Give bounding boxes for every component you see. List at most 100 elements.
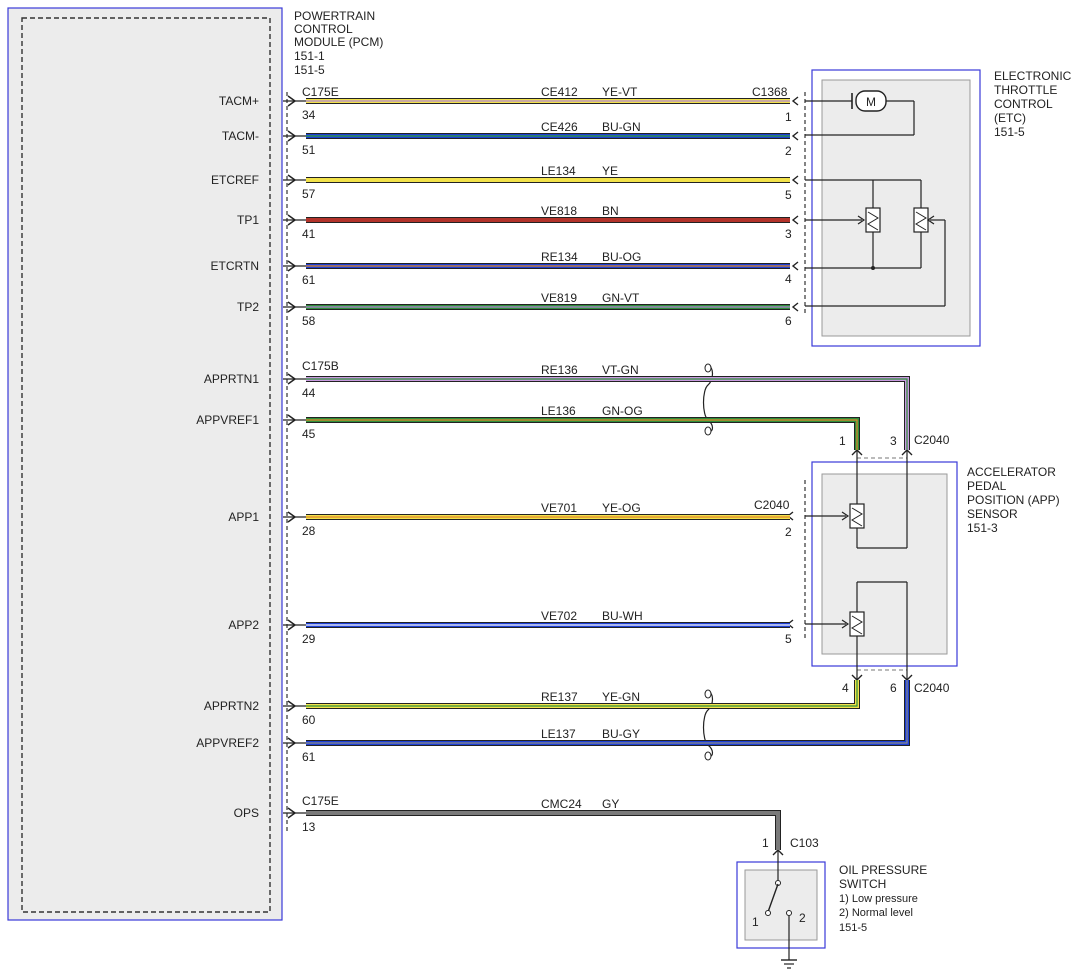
pcm-pin-number: 61 — [302, 273, 316, 287]
circuit-id: CE412 — [541, 85, 578, 99]
circuit-id: VE818 — [541, 204, 577, 218]
ops-contact-1: 1 — [752, 915, 759, 929]
connector-c2040-top: C2040 — [914, 433, 950, 447]
connector-c1368: C1368 — [752, 85, 788, 99]
signal-label: APPVREF1 — [196, 413, 259, 427]
circuit-id: VE819 — [541, 291, 577, 305]
circuit-id: RE134 — [541, 250, 578, 264]
ops-pin-in: 1 — [762, 836, 769, 850]
wire-color-code: GN-VT — [602, 291, 640, 305]
signal-label: APPRTN2 — [204, 699, 259, 713]
wire-primary — [306, 811, 780, 850]
wire-outline — [306, 680, 860, 709]
circuit-id: CE426 — [541, 120, 578, 134]
app-title-4: SENSOR — [967, 507, 1018, 521]
signal-label: ETCREF — [211, 173, 259, 187]
signal-label: TACM- — [222, 129, 259, 143]
signal-label: APPRTN1 — [204, 372, 259, 386]
wire-color-code: BU-OG — [602, 250, 641, 264]
wire-color-code: YE-GN — [602, 690, 640, 704]
app-title-2: PEDAL — [967, 479, 1007, 493]
app1-potentiometer-icon — [849, 503, 865, 529]
wire-outline — [306, 417, 860, 450]
etc-title-4: (ETC) — [994, 111, 1026, 125]
wire-stripe — [306, 680, 908, 744]
pcm-pin-number: 34 — [302, 108, 316, 122]
app-title-3: POSITION (APP) — [967, 493, 1060, 507]
etc-pin-arrow — [791, 175, 799, 185]
twisted-pair-marker-1 — [702, 363, 714, 436]
end-pin-number: 3 — [890, 434, 897, 448]
wire-color-code: YE — [602, 164, 618, 178]
etc-pin-arrow — [791, 215, 799, 225]
ops-title-3: 1) Low pressure — [839, 893, 918, 905]
pcm-pin-number: 28 — [302, 524, 316, 538]
wire-color-code: YE-OG — [602, 501, 641, 515]
pcm-module: POWERTRAIN CONTROL MODULE (PCM) 151-1 15… — [7, 7, 383, 921]
signal-label: APPVREF2 — [196, 736, 259, 750]
etc-title-2: THROTTLE — [994, 83, 1057, 97]
end-pin-number: 2 — [785, 525, 792, 539]
connector-c175b: C175B — [302, 359, 339, 373]
ops-contact-2: 2 — [799, 911, 806, 925]
wire-stripe — [306, 419, 858, 450]
wire-color-code: YE-VT — [602, 85, 638, 99]
connector-c103: C103 — [790, 836, 819, 850]
connector-c2040-bottom: C2040 — [914, 681, 950, 695]
wire-apprtn1: APPRTN1 44 RE136 VT-GN 3 — [204, 363, 910, 450]
ops-title-2: SWITCH — [839, 877, 886, 891]
etc-pin-arrow — [791, 261, 799, 271]
wire-color-code: GN-OG — [602, 404, 643, 418]
pcm-pin-number: 13 — [302, 820, 316, 834]
wire-color-code: GY — [602, 797, 619, 811]
pcm-pin-number: 61 — [302, 750, 316, 764]
app-title-5: 151-3 — [967, 521, 998, 535]
wire-primary — [306, 680, 859, 708]
circuit-id: CMC24 — [541, 797, 582, 811]
signal-label: ETCRTN — [211, 259, 259, 273]
signal-label: APP2 — [228, 618, 259, 632]
tp1-potentiometer-icon — [865, 207, 881, 233]
pcm-pin-number: 51 — [302, 143, 316, 157]
circuit-id: LE137 — [541, 727, 576, 741]
end-pin-number: 3 — [785, 227, 792, 241]
ops-title-1: OIL PRESSURE — [839, 863, 927, 877]
motor-symbol: M — [866, 95, 876, 109]
end-pin-number: 6 — [785, 314, 792, 328]
pcm-pin-number: 44 — [302, 386, 316, 400]
pcm-pin-number: 29 — [302, 632, 316, 646]
end-pin-number: 5 — [785, 188, 792, 202]
wire-primary — [306, 418, 859, 450]
pcm-pin-number: 58 — [302, 314, 316, 328]
wire-color-code: VT-GN — [602, 363, 639, 377]
circuit-id: VE702 — [541, 609, 577, 623]
connector-c175e-bottom: C175E — [302, 794, 339, 808]
pcm-title-3: MODULE (PCM) — [294, 35, 383, 49]
twisted-pair-marker-2 — [702, 689, 714, 761]
circuit-id: RE137 — [541, 690, 578, 704]
pcm-title-5: 151-5 — [294, 63, 325, 77]
etc-module: M ELECTRONIC THROTTLE CONTROL (ETC) 151-… — [804, 69, 1072, 347]
end-pin-number: 2 — [785, 144, 792, 158]
circuit-id: VE701 — [541, 501, 577, 515]
tp2-potentiometer-icon — [913, 207, 929, 233]
end-pin-number: 6 — [890, 681, 897, 695]
etc-title-5: 151-5 — [994, 125, 1025, 139]
end-pin-number: 1 — [839, 434, 846, 448]
circuit-id: RE136 — [541, 363, 578, 377]
pcm-pin-number: 45 — [302, 427, 316, 441]
etc-pin-arrow — [791, 302, 799, 312]
app-title-1: ACCELERATOR — [967, 465, 1056, 479]
etc-title-1: ELECTRONIC — [994, 69, 1072, 83]
